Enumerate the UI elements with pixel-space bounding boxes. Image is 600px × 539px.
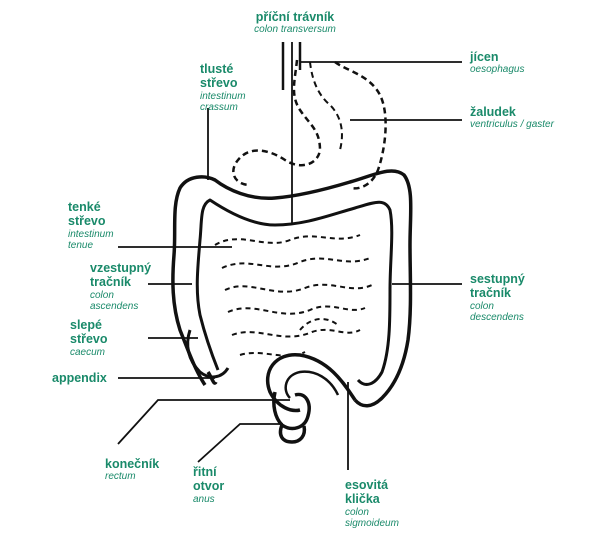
label-pricni-travnik: příční trávník colon transversum xyxy=(240,10,350,36)
caecum-outline xyxy=(186,329,230,379)
label-tluste-strevo-cz2: střevo xyxy=(200,76,238,91)
label-zaludek: žaludek ventriculus / gaster xyxy=(470,105,554,131)
label-tluste-strevo-la2: crassum xyxy=(200,102,238,114)
label-tluste-strevo-la1: intestinum xyxy=(200,90,246,102)
label-slepe-strevo-cz2: střevo xyxy=(70,332,108,347)
appendix-outline xyxy=(206,371,218,385)
label-konecnik-la: rectum xyxy=(105,471,136,483)
label-konecnik-cz: konečník xyxy=(105,457,160,471)
large-intestine-inner xyxy=(195,198,394,386)
label-slepe-strevo: slepé střevo caecum xyxy=(70,318,108,358)
label-slepe-strevo-la: caecum xyxy=(70,346,106,358)
label-sestupny-tracnik-cz2: tračník xyxy=(470,286,511,301)
stomach-inner xyxy=(309,61,343,151)
stomach-outline xyxy=(232,59,322,187)
label-ritni-otvor-la: anus xyxy=(193,493,215,505)
label-jicen-la: oesophagus xyxy=(470,64,525,76)
label-tluste-strevo-cz1: tlusté xyxy=(200,62,234,76)
sigmoid-loop xyxy=(265,353,357,413)
label-konecnik: konečník rectum xyxy=(105,457,159,483)
label-vzestupny-tracnik-la2: ascendens xyxy=(90,301,139,313)
label-tenke-strevo-cz2: střevo xyxy=(68,214,106,229)
label-tenke-strevo-la2: tenue xyxy=(68,240,94,252)
label-sestupny-tracnik-la2: descendens xyxy=(470,312,524,324)
rectum-outline xyxy=(272,391,311,431)
label-appendix: appendix xyxy=(52,371,107,385)
label-zaludek-cz: žaludek xyxy=(470,105,516,119)
label-ritni-otvor-cz1: řitní xyxy=(193,465,217,479)
label-tenke-strevo-la1: intestinum xyxy=(68,228,114,240)
label-vzestupny-tracnik-cz1: vzestupný xyxy=(90,261,152,275)
leader-lines xyxy=(117,42,462,470)
label-sestupny-tracnik: sestupný tračník colon descendens xyxy=(470,272,525,324)
label-tenke-strevo: tenké střevo intestinum tenue xyxy=(68,200,114,252)
leader-ritni-otvor xyxy=(197,423,283,463)
label-esovita-klicka-la2: sigmoideum xyxy=(345,518,399,530)
label-jicen-cz: jícen xyxy=(470,50,499,64)
label-jicen: jícen oesophagus xyxy=(470,50,525,76)
label-esovita-klicka-cz1: esovitá xyxy=(345,478,389,492)
anus-outline xyxy=(278,424,307,444)
label-vzestupny-tracnik-cz2: tračník xyxy=(90,275,131,290)
small-intestine-coils xyxy=(214,234,373,357)
label-appendix-cz: appendix xyxy=(52,371,107,385)
label-vzestupny-tracnik-la1: colon xyxy=(90,289,114,301)
label-sestupny-tracnik-cz1: sestupný xyxy=(470,272,525,286)
label-ritni-otvor: řitní otvor anus xyxy=(193,465,224,505)
label-esovita-klicka-la1: colon xyxy=(345,506,369,518)
label-pricni-travnik-la: colon transversum xyxy=(254,24,336,36)
label-pricni-travnik-cz: příční trávník xyxy=(255,10,335,24)
leader-konecnik xyxy=(117,399,290,445)
label-ritni-otvor-cz2: otvor xyxy=(193,479,225,494)
label-slepe-strevo-cz1: slepé xyxy=(70,318,102,332)
label-tenke-strevo-cz1: tenké xyxy=(68,200,101,214)
label-tluste-strevo: tlusté střevo intestinum crassum xyxy=(200,62,246,114)
label-sestupny-tracnik-la1: colon xyxy=(470,300,494,312)
label-esovita-klicka: esovitá klička colon sigmoideum xyxy=(345,478,399,530)
label-zaludek-la: ventriculus / gaster xyxy=(470,119,554,131)
stomach-outline-outer xyxy=(334,60,387,190)
label-vzestupny-tracnik: vzestupný tračník colon ascendens xyxy=(90,261,151,313)
large-intestine-outer xyxy=(171,169,413,408)
label-esovita-klicka-cz2: klička xyxy=(345,492,380,507)
sigmoid-loop-inner xyxy=(284,370,340,399)
